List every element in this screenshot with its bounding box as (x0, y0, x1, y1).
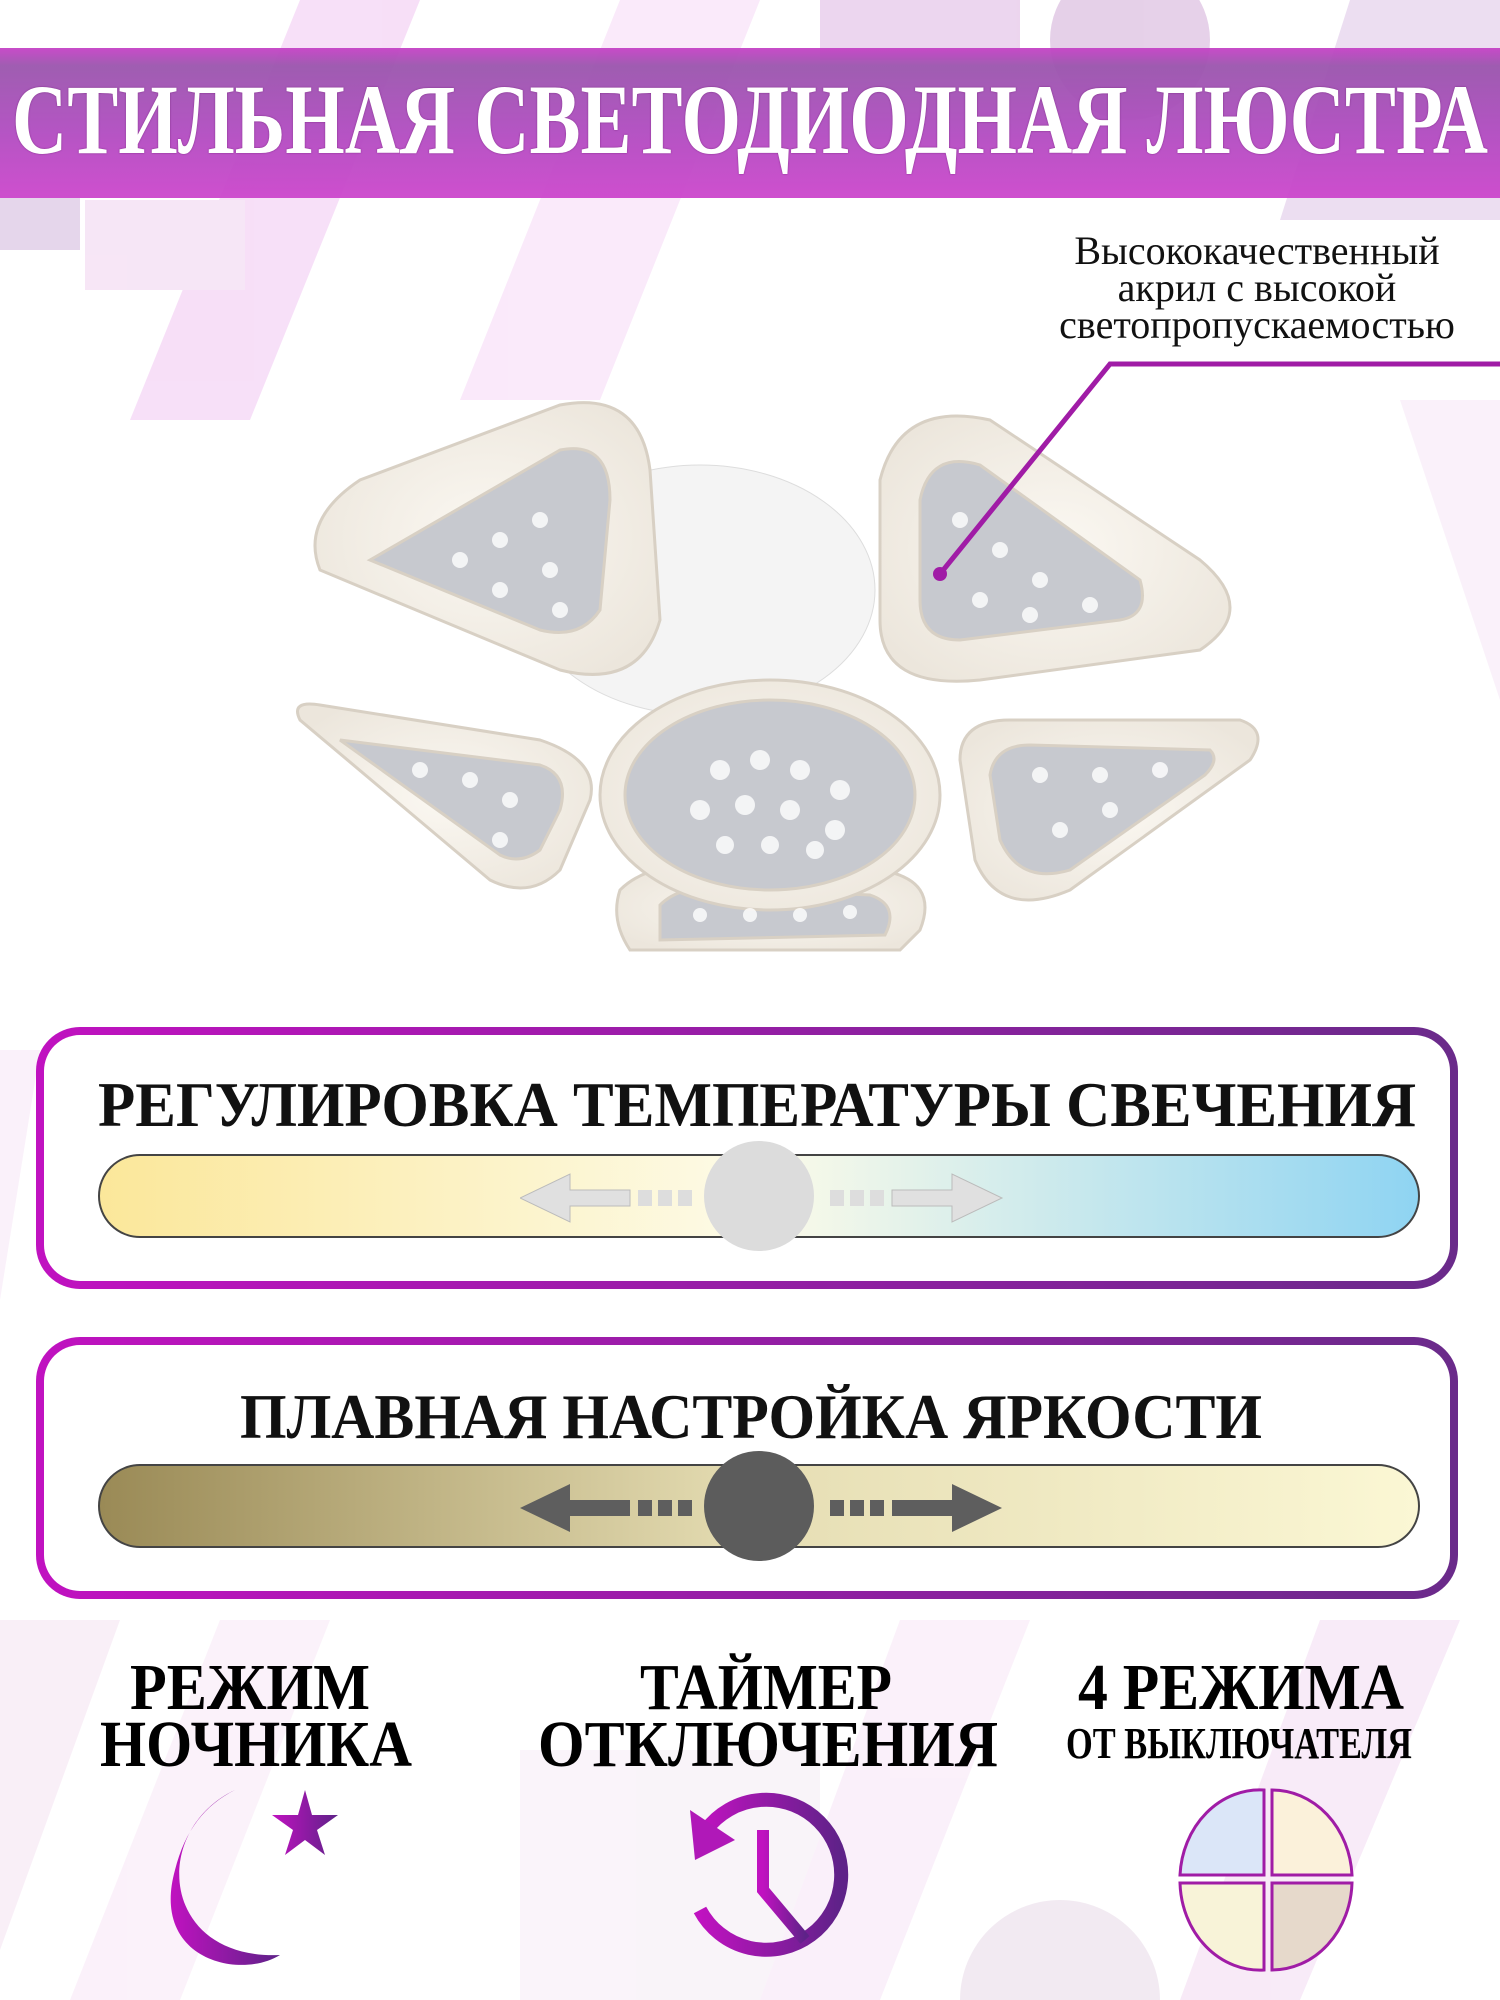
brightness-slider[interactable] (98, 1451, 1420, 1561)
temperature-knob[interactable] (704, 1141, 814, 1251)
page-title: СТИЛЬНАЯ СВЕТОДИОДНАЯ ЛЮСТРА (12, 64, 1488, 175)
mode-icons (170, 1788, 1354, 1972)
brightness-panel: ПЛАВНАЯ НАСТРОЙКА ЯРКОСТИ (36, 1337, 1458, 1599)
callout-leader-line (938, 361, 1500, 576)
mode-timer-line2: ОТКЛЮЧЕНИЯ (538, 1708, 998, 1781)
mode-timer-line1: ТАЙМЕР (640, 1651, 892, 1724)
chandelier-image (296, 361, 1500, 952)
temperature-slider[interactable] (98, 1141, 1420, 1251)
callout-line: акрил с высокой (1117, 265, 1397, 310)
mode-night-line1: РЕЖИМ (130, 1651, 370, 1724)
mode-switch-line1: 4 РЕЖИМА (1078, 1651, 1404, 1724)
arrow-right-icon (830, 1173, 1004, 1223)
mode-night-line2: НОЧНИКА (100, 1708, 412, 1781)
callout-line: Высококачественный (1074, 228, 1440, 273)
brightness-title: ПЛАВНАЯ НАСТРОЙКА ЯРКОСТИ (240, 1381, 1262, 1452)
arrow-left-icon (520, 1484, 692, 1532)
timer-icon (690, 1792, 849, 1957)
moon-star-icon (170, 1790, 338, 1965)
callout-text: Высококачественный акрил с высокой свето… (1022, 228, 1492, 347)
four-modes-icon (1178, 1788, 1354, 1972)
callout-line: светопропускаемостью (1059, 302, 1455, 347)
temperature-panel: РЕГУЛИРОВКА ТЕМПЕРАТУРЫ СВЕЧЕНИЯ (36, 1027, 1458, 1289)
arrow-right-icon (830, 1484, 1002, 1532)
mode-switch-line2: ОТ ВЫКЛЮЧАТЕЛЯ (1066, 1719, 1412, 1768)
chandelier-petal (296, 401, 1260, 952)
temperature-title: РЕГУЛИРОВКА ТЕМПЕРАТУРЫ СВЕЧЕНИЯ (98, 1069, 1416, 1140)
arrow-left-icon (520, 1173, 692, 1223)
title-banner (0, 48, 1500, 198)
brightness-knob[interactable] (704, 1451, 814, 1561)
